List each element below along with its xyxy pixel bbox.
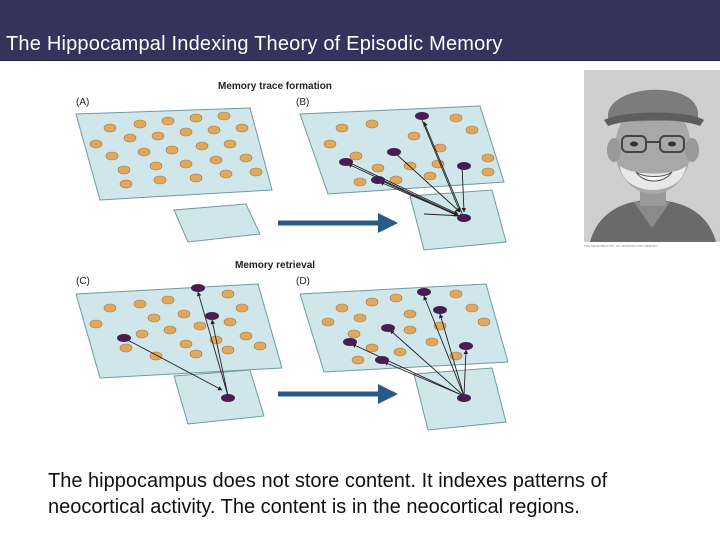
active-nodes-c bbox=[117, 284, 235, 402]
slide-title: The Hippocampal Indexing Theory of Episo… bbox=[6, 33, 503, 55]
inactive-nodes-b bbox=[323, 113, 495, 187]
active-nodes-b bbox=[339, 112, 471, 222]
hippocampus-plane-c bbox=[173, 369, 265, 425]
inactive-nodes-c bbox=[89, 289, 267, 361]
photo-caption: THE NEUROBIOLOGY OF LEARNING AND MEMORY bbox=[584, 244, 658, 248]
panel-a bbox=[75, 107, 273, 243]
panel-d bbox=[299, 283, 509, 431]
heading-memory-trace-formation: Memory trace formation bbox=[218, 81, 332, 92]
links-b bbox=[347, 119, 467, 219]
panel-c bbox=[75, 283, 283, 425]
indexing-figure: Memory trace formation Memory retrieval … bbox=[75, 81, 509, 431]
neocortex-plane-c bbox=[75, 283, 283, 379]
links-d bbox=[351, 295, 469, 397]
neocortex-plane-d bbox=[299, 283, 509, 373]
title-bar: The Hippocampal Indexing Theory of Episo… bbox=[0, 0, 720, 61]
heading-memory-retrieval: Memory retrieval bbox=[235, 260, 315, 271]
slide-body-text: The hippocampus does not store content. … bbox=[48, 470, 608, 518]
hippocampus-plane-a bbox=[173, 203, 261, 243]
active-nodes-d bbox=[343, 288, 473, 402]
links-c bbox=[123, 291, 229, 397]
panel-label-b: (B) bbox=[296, 97, 309, 108]
panel-label-d: (D) bbox=[296, 276, 310, 287]
scientist-photo bbox=[584, 70, 720, 242]
neocortex-plane-b bbox=[299, 105, 505, 195]
nodes-a bbox=[89, 111, 263, 189]
panel-label-c: (C) bbox=[76, 276, 90, 287]
panel-label-a: (A) bbox=[76, 97, 89, 108]
inactive-nodes-d bbox=[321, 289, 491, 365]
panel-b bbox=[299, 105, 507, 251]
